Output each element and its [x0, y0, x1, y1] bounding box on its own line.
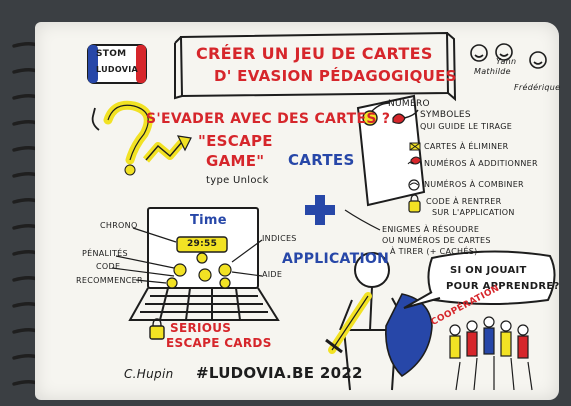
person-icon	[339, 252, 405, 391]
escape-line2: GAME"	[206, 152, 265, 170]
faces-icon	[470, 43, 547, 69]
signature-name1: Mathilde	[474, 67, 511, 76]
title-line2: D' EVASION PÉDAGOGIQUES	[214, 67, 457, 85]
annotation-item-5: SUR L'APPLICATION	[432, 208, 515, 217]
section-bracket	[91, 107, 100, 131]
section-heading: S'EVADER AVEC DES CARTES ?	[146, 111, 391, 127]
card-icon	[356, 94, 426, 207]
title-line1: CRÉER UN JEU DE CARTES	[196, 44, 433, 63]
laptop-buttons	[166, 252, 232, 289]
shield-icon	[385, 293, 433, 378]
speech-bubble	[403, 250, 556, 309]
signature-name3: Frédérique	[514, 83, 561, 92]
switch-badge-icon	[87, 44, 147, 84]
sword-icon	[325, 292, 372, 354]
cooperation-group-icon	[449, 316, 533, 391]
annotation-item-3: NUMÉROS À COMBINER	[424, 180, 524, 189]
label-aide: AIDE	[262, 270, 283, 279]
card-pointer-lines	[371, 102, 419, 119]
zigzag-arrow-icon	[142, 135, 192, 163]
enigmes-pointer	[344, 209, 381, 231]
time-label: Time	[190, 213, 227, 228]
annotation-symboles-line2: QUI GUIDE LE TIRAGE	[420, 122, 513, 131]
footer-tag: #LUDOVIA.BE 2022	[196, 364, 363, 382]
annotation-item-4: CODE À RENTRER	[426, 197, 502, 206]
label-code: CODE	[96, 262, 121, 271]
time-value: 29:55	[187, 239, 218, 249]
lock-icon	[149, 318, 165, 340]
serious-line2: ESCAPE CARDS	[166, 336, 272, 350]
badge-line1: STOM	[96, 49, 127, 59]
title-banner	[174, 31, 457, 102]
annotation-numero: NUMÉRO	[388, 99, 430, 109]
label-indices: INDICES	[262, 234, 297, 243]
label-chrono: CHRONO	[100, 221, 138, 230]
annotation-symboles-line1: SYMBOLES	[420, 110, 471, 120]
label-penalites: PÉNALITÉS	[82, 249, 128, 258]
plus-icon	[305, 195, 335, 225]
escape-line1: "ESCAPE	[198, 132, 273, 150]
serious-line1: SERIOUS	[170, 321, 232, 335]
annotation-item-2: NUMÉROS À ADDITIONNER	[424, 159, 538, 168]
laptop-pointer-lines	[111, 227, 263, 284]
escape-cartes: CARTES	[288, 151, 355, 169]
question-mark-icon	[103, 100, 153, 176]
signature-name2: Yann	[496, 57, 517, 66]
enigmes-line3: À TIRER (+ CACHÉS)	[390, 247, 478, 256]
badge-line2: LUDOVIA	[96, 65, 138, 74]
label-recommencer: RECOMMENCER	[76, 276, 143, 285]
enigmes-line1: ENIGMES À RÉSOUDRE	[382, 225, 480, 234]
escape-type: type Unlock	[206, 175, 269, 186]
speech-line1: SI ON JOUAIT	[450, 265, 527, 276]
enigmes-line2: OU NUMÉROS DE CARTES	[382, 236, 491, 245]
footer-author: C.Hupin	[124, 367, 174, 381]
timer-display	[176, 236, 228, 253]
annotation-item-1: CARTES À ÉLIMINER	[424, 142, 509, 151]
speech-line2: POUR APPRENDRE?	[446, 281, 560, 292]
label-application: APPLICATION	[282, 251, 390, 267]
card-symbol-icons	[407, 142, 422, 213]
